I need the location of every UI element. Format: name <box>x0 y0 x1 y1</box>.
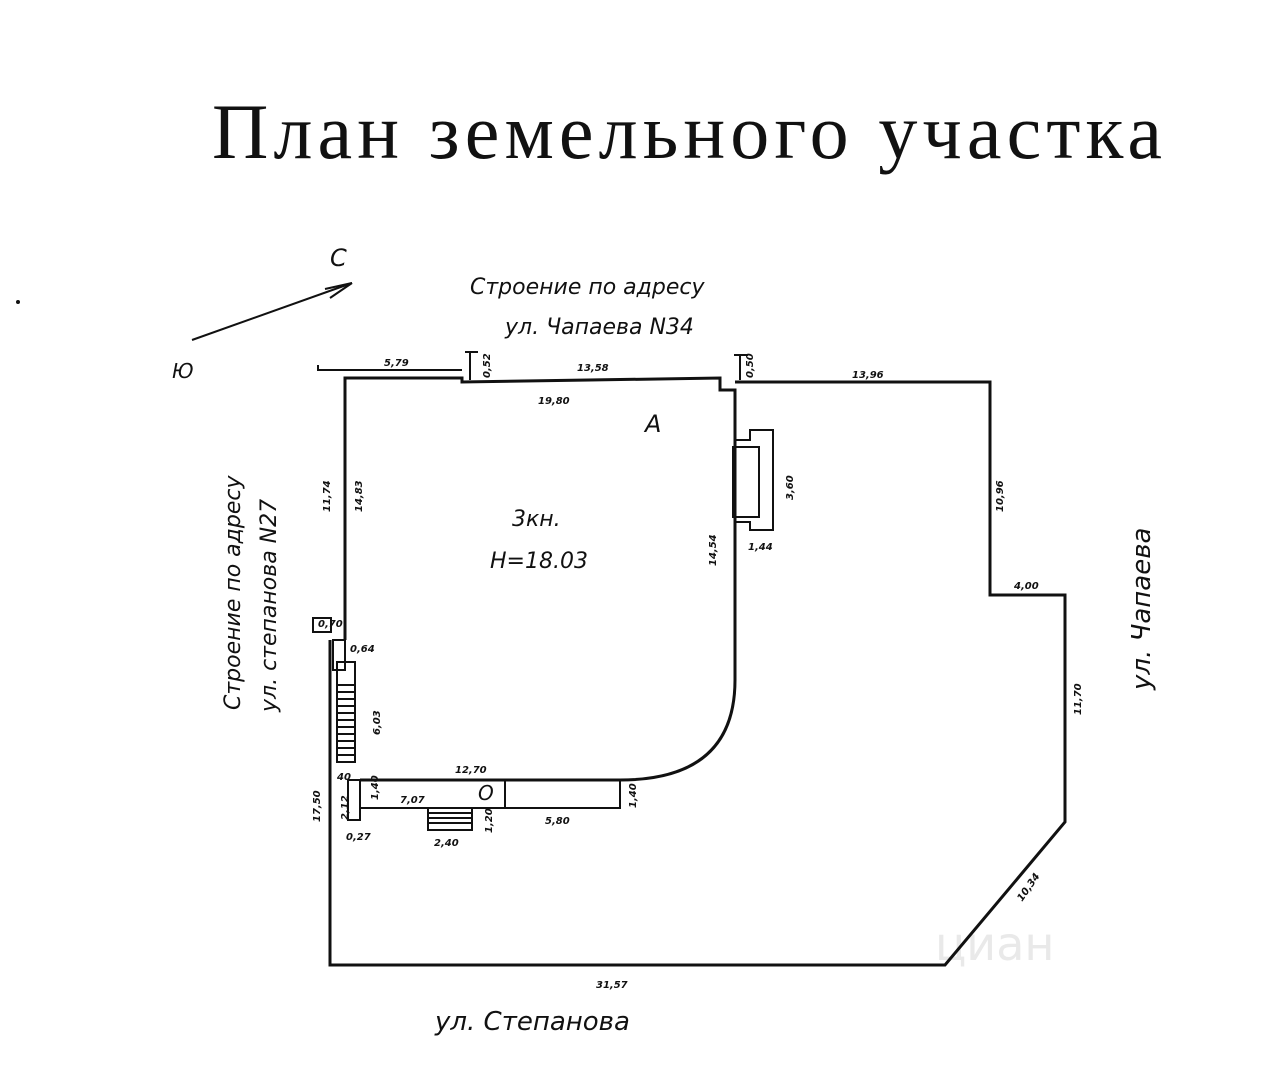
dimension-label: 2,12 <box>340 795 351 820</box>
dimension-label: 31,57 <box>596 980 628 991</box>
dimension-label: 3,60 <box>785 475 796 500</box>
dimension-label: 5,80 <box>545 816 570 827</box>
north-label: С <box>330 244 347 272</box>
dimension-label: 0,70 <box>318 619 343 630</box>
building-height: Н=18.03 <box>490 549 588 574</box>
building-letter: А <box>643 410 661 438</box>
building-outline <box>343 376 737 782</box>
dimension-label: 13,96 <box>852 370 884 381</box>
dimension-label: 0,27 <box>346 832 371 843</box>
dimension-label: 0,50 <box>745 353 756 378</box>
dimension-label: 1,40 <box>628 783 639 808</box>
dimension-label: 1,44 <box>748 542 773 553</box>
street-bottom: ул. Степанова <box>434 1007 630 1037</box>
dimension-label: 1,40 <box>370 775 381 800</box>
dimension-label: 11,74 <box>322 480 333 512</box>
dimension-label: 5,79 <box>384 358 409 369</box>
dimension-label: 14,54 <box>708 534 719 566</box>
south-label: Ю <box>172 359 194 383</box>
plot-boundary <box>328 380 1067 967</box>
dimension-label: 13,58 <box>577 363 609 374</box>
extension-letter: О <box>478 781 494 805</box>
dimension-label: 17,50 <box>312 790 323 822</box>
neighbor-top-line1: Строение по адресу <box>470 275 705 300</box>
dimension-label: 40 <box>336 772 351 783</box>
stairs-bottom <box>427 807 473 831</box>
dimension-label: 4,00 <box>1013 581 1039 592</box>
dimension-label: 6,03 <box>372 710 383 735</box>
dimension-label: 14,83 <box>354 480 365 512</box>
neighbor-left-line2: ул. степанова N27 <box>257 499 282 713</box>
dimension-label: 10,96 <box>995 480 1006 512</box>
dimension-label: 7,07 <box>400 795 425 806</box>
dimension-label: 11,70 <box>1073 683 1084 715</box>
dimension-labels: 5,79 0,52 13,58 0,50 13,96 19,80 11,74 1… <box>312 353 1084 991</box>
north-arrow-icon <box>191 282 353 341</box>
dimension-label: 12,70 <box>455 765 487 776</box>
dimension-label: 2,40 <box>434 838 459 849</box>
plan-title: План земельного участка <box>212 88 1162 175</box>
building-floors: 3кн. <box>512 507 561 532</box>
dimension-label: 19,80 <box>538 396 570 407</box>
dimension-label: 1,20 <box>484 808 495 833</box>
dimension-label: 0,52 <box>482 353 493 378</box>
watermark: циан <box>935 917 1054 971</box>
street-right: ул. Чапаева <box>1127 528 1157 691</box>
neighbor-top-line2: ул. Чапаева N34 <box>504 315 694 340</box>
neighbor-left-line1: Строение по адресу <box>221 475 246 710</box>
dimension-label: 0,64 <box>350 644 375 655</box>
